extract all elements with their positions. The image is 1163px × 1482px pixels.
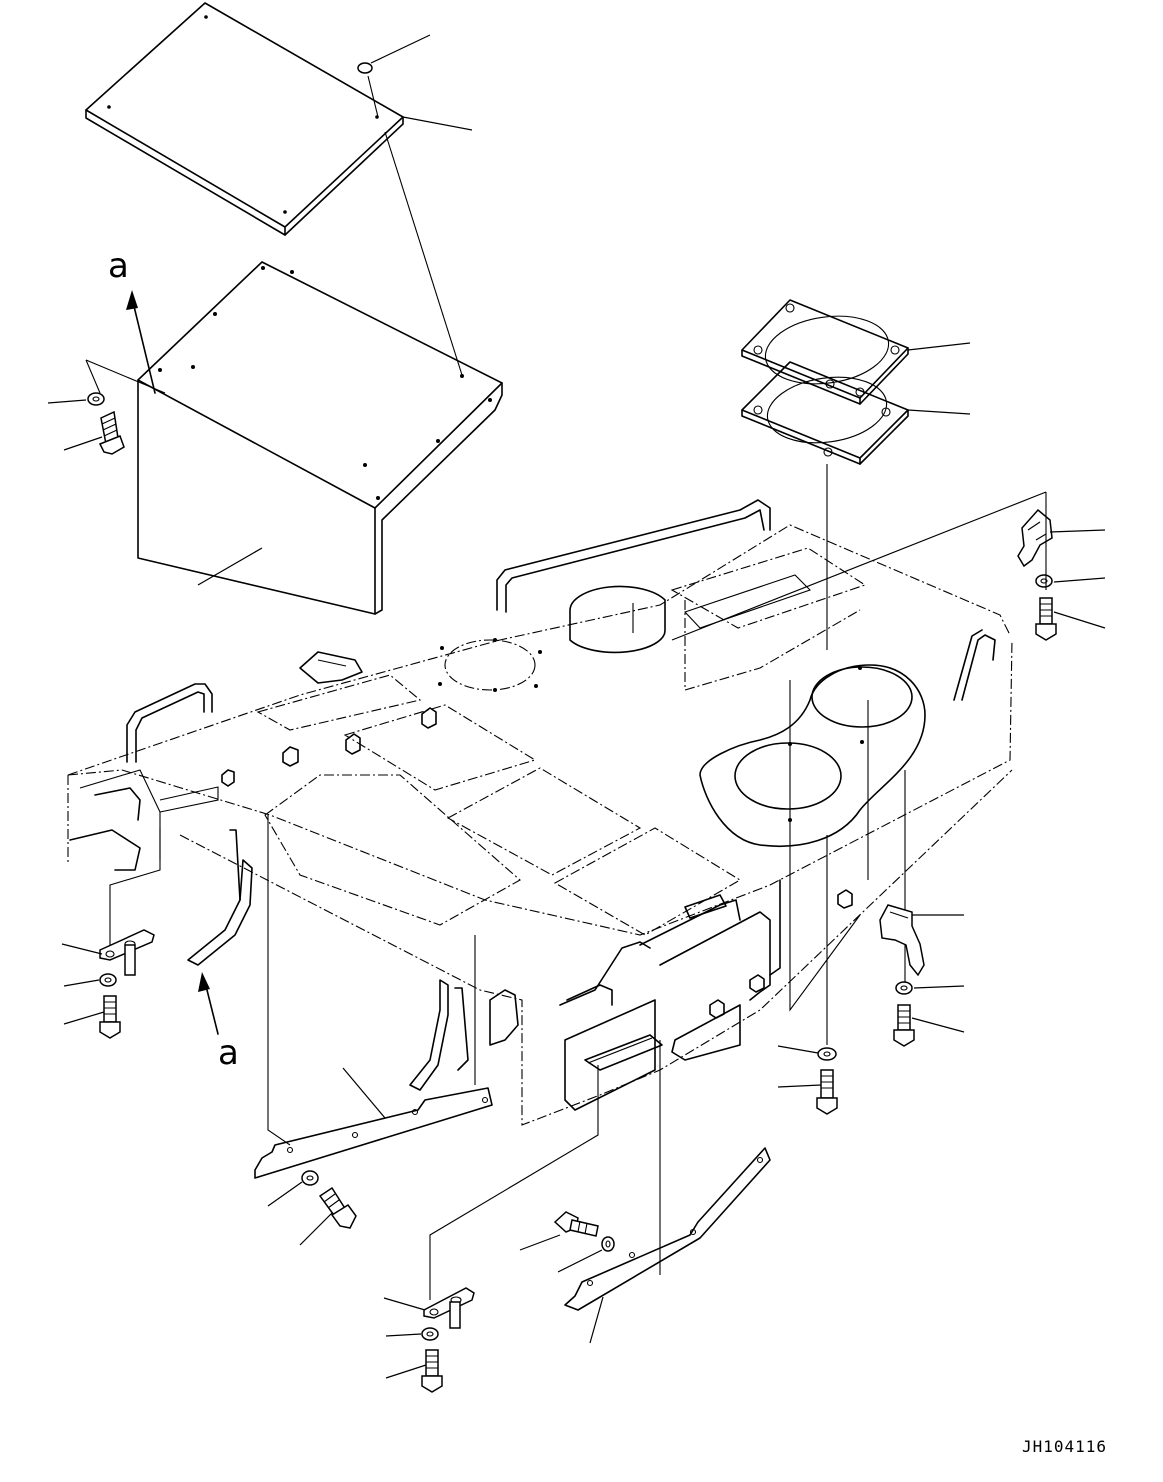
leader-line [908, 343, 970, 350]
leader-line [520, 1235, 560, 1250]
leader-line [300, 1213, 332, 1245]
bolt-icon [320, 1188, 356, 1228]
cover-box [138, 262, 502, 614]
leader-line [912, 1018, 964, 1032]
cap-washer-icon [358, 63, 372, 73]
lower-plate-left [255, 1088, 492, 1178]
leader-line [86, 360, 165, 393]
leader-line [403, 117, 472, 130]
leader-line [908, 410, 970, 414]
leader-line [558, 1250, 602, 1272]
bolt-icon [817, 1070, 837, 1114]
leader-line [48, 400, 86, 403]
drawing-code: JH104116 [1022, 1437, 1107, 1456]
pin-plate-icon [424, 1288, 474, 1328]
lower-plate-right [565, 1148, 770, 1310]
leader-line [368, 76, 378, 117]
leader-line [1054, 578, 1105, 582]
main-frame [68, 500, 1012, 1125]
washer-icon [896, 982, 912, 994]
bolt-icon [894, 1005, 914, 1046]
view-label-a: a [218, 1033, 239, 1073]
leader-line [64, 437, 102, 450]
leader-line [1050, 530, 1105, 532]
leader-line [384, 1298, 425, 1310]
washer-icon [88, 393, 104, 405]
washer-icon [422, 1328, 438, 1340]
leader-line [778, 1085, 821, 1087]
leader-line [778, 1046, 818, 1053]
leader-line [386, 1365, 426, 1378]
washer-icon [100, 974, 116, 986]
bolt-icon [422, 1350, 442, 1392]
leader-line [62, 944, 102, 954]
view-label-a: a [108, 246, 129, 286]
leader-line [430, 1065, 598, 1300]
washer-icon [1036, 575, 1052, 587]
bracket-icon [1018, 510, 1052, 566]
leader-line [64, 980, 99, 986]
view-arrow-icon [198, 972, 218, 1034]
leader-line [672, 492, 1046, 640]
leader-line [790, 680, 860, 1010]
pin-plate-icon [100, 930, 154, 975]
leader-line [268, 815, 290, 1145]
bracket-icon [880, 905, 924, 975]
leader-line [110, 828, 160, 945]
leader-line [914, 986, 964, 988]
leader-line [1054, 612, 1105, 628]
gasket-lower [742, 362, 908, 464]
leader-line [64, 1012, 104, 1024]
leader-line [590, 1297, 603, 1343]
leader-line [385, 132, 462, 375]
washer-icon [602, 1237, 614, 1251]
bolt-icon [100, 996, 120, 1038]
bolt-icon [100, 412, 124, 454]
leader-line [268, 1182, 302, 1206]
washer-icon [818, 1048, 836, 1060]
leader-line [198, 548, 262, 585]
view-arrow-icon [126, 290, 155, 393]
leader-line [386, 1334, 421, 1336]
leader-line [343, 1068, 385, 1118]
bolt-icon [1036, 598, 1056, 640]
gasket-upper [742, 300, 908, 404]
washer-icon [302, 1171, 318, 1185]
bolt-icon [555, 1212, 598, 1236]
leader-line [371, 35, 430, 63]
top-cover-plate [86, 3, 403, 235]
